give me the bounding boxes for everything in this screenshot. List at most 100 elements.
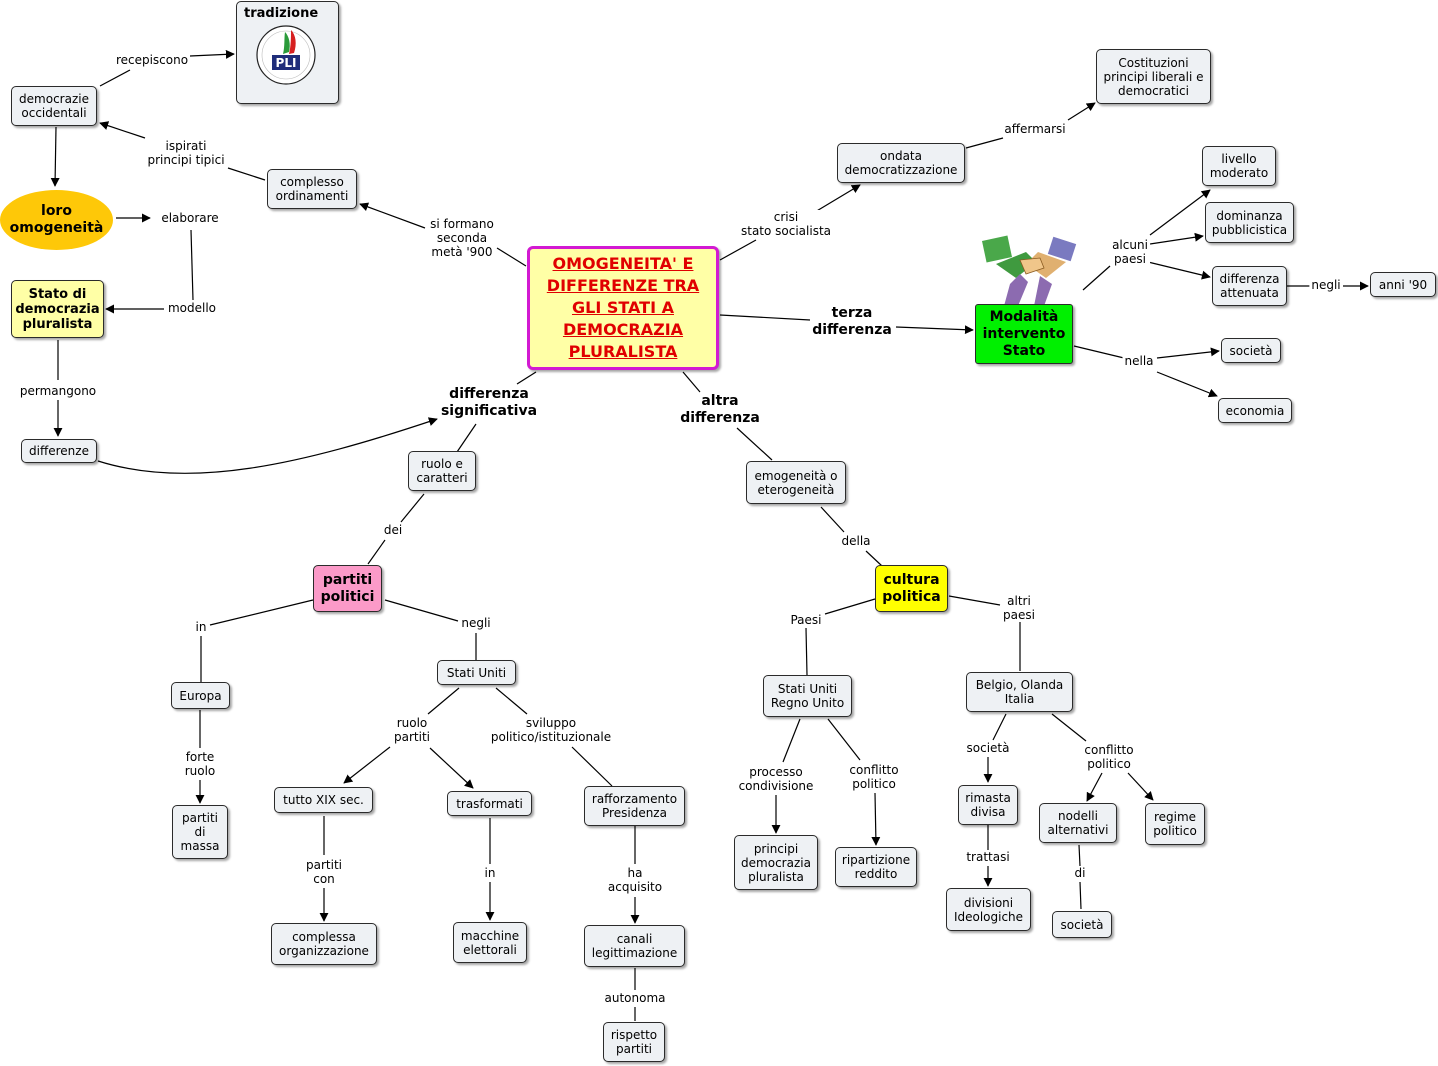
link-altra-differenza: altra differenza [678,393,762,427]
europa-node[interactable]: Europa [171,682,230,709]
costituzioni-label: Costituzioni principi liberali e democra… [1103,56,1203,98]
costituzioni-node[interactable]: Costituzioni principi liberali e democra… [1096,49,1211,104]
stati-uniti-regno-unito-node[interactable]: Stati Uniti Regno Unito [763,675,852,717]
europa-label: Europa [179,689,221,703]
stati-uniti-label: Stati Uniti [447,666,506,680]
macchine-elettorali-node[interactable]: macchine elettorali [453,922,527,963]
democrazie-occidentali-label: democrazie occidentali [19,92,89,120]
link-negli-stati-uniti: negli [459,616,492,630]
rispetto-partiti-label: rispetto partiti [611,1028,657,1056]
ondata-democratizzazione-node[interactable]: ondata democratizzazione [837,143,965,183]
societa-top-node[interactable]: società [1221,338,1281,363]
link-sviluppo-politico: sviluppo politico/istituzionale [489,716,613,744]
arrow-conflitto-nodelli [1087,773,1102,801]
divisioni-ideologiche-label: divisioni Ideologiche [954,896,1023,924]
modalita-intervento-stato-label: Modalità intervento Stato [983,309,1066,360]
rimasta-divisa-node[interactable]: rimasta divisa [958,785,1018,825]
societa-bottom-node[interactable]: società [1052,911,1112,938]
trasformati-label: trasformati [456,797,523,811]
partiti-politici-node[interactable]: partiti politici [313,565,382,612]
line-dei-partiti [368,540,385,564]
arrow-terza-modalita [896,327,973,330]
nodelli-alternativi-label: nodelli alternativi [1048,809,1109,837]
emogeneita-eterogeneita-label: emogeneità o eterogeneità [755,469,838,497]
livello-moderato-label: livello moderato [1210,152,1268,180]
line-main-crisi [720,240,756,260]
line-nodelli-di [1079,845,1080,866]
arrow-alcuni-attenuata [1148,262,1210,277]
democrazie-occidentali-node[interactable]: democrazie occidentali [11,86,97,126]
complesso-ordinamenti-label: complesso ordinamenti [276,175,349,203]
differenze-label: differenze [29,444,89,458]
belgio-olanda-italia-node[interactable]: Belgio, Olanda Italia [966,672,1073,712]
line-significativa-ruolo [457,424,476,452]
rafforzamento-presidenza-label: rafforzamento Presidenza [592,792,677,820]
link-nella: nella [1122,354,1155,368]
pli-logo-icon: PLI [255,24,317,86]
line-modalita-alcuni [1083,266,1110,290]
rafforzamento-presidenza-node[interactable]: rafforzamento Presidenza [584,786,685,826]
line-democrazie-recepiscono [100,70,130,86]
line-partiti-in [210,600,313,625]
ripartizione-reddito-node[interactable]: ripartizione reddito [835,847,917,887]
arrow-ruolopartiti-trasformati [430,748,473,788]
link-autonoma: autonoma [603,991,668,1005]
arrow-conflitto-ripartizione [875,793,876,845]
divisioni-ideologiche-node[interactable]: divisioni Ideologiche [946,888,1031,931]
complesso-ordinamenti-node[interactable]: complesso ordinamenti [267,169,357,209]
nodelli-alternativi-node[interactable]: nodelli alternativi [1039,803,1117,843]
economia-label: economia [1226,404,1285,418]
complessa-organizzazione-node[interactable]: complessa organizzazione [271,923,377,965]
link-forte-ruolo: forte ruolo [183,750,218,778]
line-belgio-conflitto [1052,714,1086,741]
dominanza-pubblicistica-node[interactable]: dominanza pubblicistica [1205,202,1294,243]
loro-omogeneita-node[interactable]: loro omogeneità [0,190,113,250]
arrow-conflitto-regime [1128,773,1153,800]
regime-politico-label: regime politico [1153,810,1197,838]
link-societa: società [965,741,1012,755]
partiti-di-massa-node[interactable]: partiti di massa [172,805,228,859]
link-processo-condivisione: processo condivisione [737,765,816,793]
differenze-node[interactable]: differenze [21,439,97,463]
stato-democrazia-pluralista-label: Stato di democrazia pluralista [15,287,99,332]
anni-90-node[interactable]: anni '90 [1370,272,1436,297]
link-recepiscono: recepiscono [114,53,190,67]
main-topic-node[interactable]: OMOGENEITA' E DIFFERENZE TRA GLI STATI A… [527,246,719,370]
rispetto-partiti-node[interactable]: rispetto partiti [603,1022,665,1062]
arrow-affermarsi-costituzioni [1068,103,1095,120]
line-cultura-paesi [825,599,875,614]
link-trattasi: trattasi [964,850,1011,864]
arrow-democrazie-omogeneita [55,127,56,186]
principi-democrazia-pluralista-node[interactable]: principi democrazia pluralista [734,835,818,890]
ruolo-caratteri-label: ruolo e caratteri [416,457,467,485]
line-main-altra [683,372,700,392]
line-cultura-altri [949,596,1000,605]
macchine-elettorali-label: macchine elettorali [461,929,519,957]
modalita-intervento-stato-node[interactable]: Modalità intervento Stato [975,304,1073,364]
line-belgio-societa [993,714,1006,740]
complessa-organizzazione-label: complessa organizzazione [279,930,369,958]
line-main-significativa [517,372,536,384]
regime-politico-node[interactable]: regime politico [1145,803,1205,845]
link-terza-differenza: terza differenza [810,305,894,339]
tradizione-node[interactable]: tradizione PLI [236,1,339,104]
differenza-attenuata-node[interactable]: differenza attenuata [1212,266,1287,306]
trasformati-node[interactable]: trasformati [447,791,532,816]
tutto-xix-sec-node[interactable]: tutto XIX sec. [274,787,373,813]
emogeneita-eterogeneita-node[interactable]: emogeneità o eterogeneità [746,461,846,504]
line-della-cultura [866,551,882,566]
link-in-macchine: in [483,866,498,880]
link-alcuni-paesi: alcuni paesi [1110,238,1150,266]
line-suru-conflitto [828,719,860,760]
stato-democrazia-pluralista-node[interactable]: Stato di democrazia pluralista [11,280,104,338]
line-main-siformano [497,248,526,266]
canali-legittimazione-node[interactable]: canali legittimazione [584,925,685,967]
economia-node[interactable]: economia [1218,398,1292,423]
cultura-politica-node[interactable]: cultura politica [875,565,948,612]
line-paesi-suru [806,628,807,675]
link-di: di [1073,866,1088,880]
line-su-sviluppo [496,688,527,714]
ruolo-caratteri-node[interactable]: ruolo e caratteri [408,451,476,491]
stati-uniti-node[interactable]: Stati Uniti [437,660,516,685]
livello-moderato-node[interactable]: livello moderato [1202,146,1276,186]
